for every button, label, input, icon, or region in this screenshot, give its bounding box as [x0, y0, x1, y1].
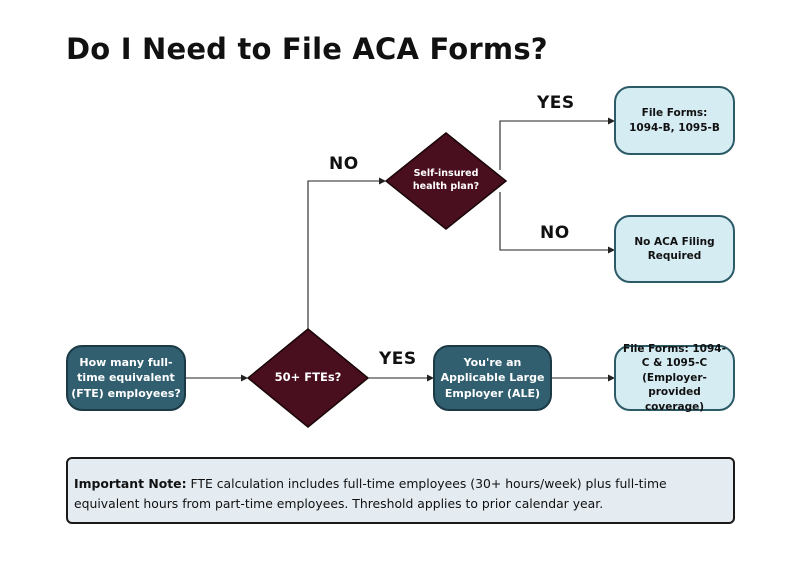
edge-label-self-insured-yes: YES	[537, 93, 575, 113]
file-1094b-node: File Forms: 1094-B, 1095-B	[614, 86, 735, 155]
no-filing-node: No ACA Filing Required	[614, 215, 735, 283]
connector-self-insured-no	[499, 192, 615, 254]
connector-self-insured-yes	[499, 117, 615, 170]
decision-diamond-self-insured	[384, 132, 508, 230]
edge-label-fte-yes: YES	[379, 349, 417, 369]
fte-question-node: How many full-time equivalent (FTE) empl…	[66, 345, 186, 411]
page-title: Do I Need to File ACA Forms?	[66, 32, 548, 66]
ale-node: You're an Applicable Large Employer (ALE…	[433, 345, 552, 411]
note-lead: Important Note:	[74, 476, 187, 491]
connector-fte-no	[307, 177, 386, 329]
decision-diamond-fte	[246, 328, 370, 428]
file-1094c-node: File Forms: 1094-C & 1095-C (Employer-pr…	[614, 343, 735, 413]
edge-label-fte-no: NO	[329, 154, 359, 174]
important-note-box: Important Note: FTE calculation includes…	[66, 457, 735, 524]
note-text: FTE calculation includes full-time emplo…	[74, 476, 667, 511]
edge-label-self-insured-no: NO	[540, 223, 570, 243]
